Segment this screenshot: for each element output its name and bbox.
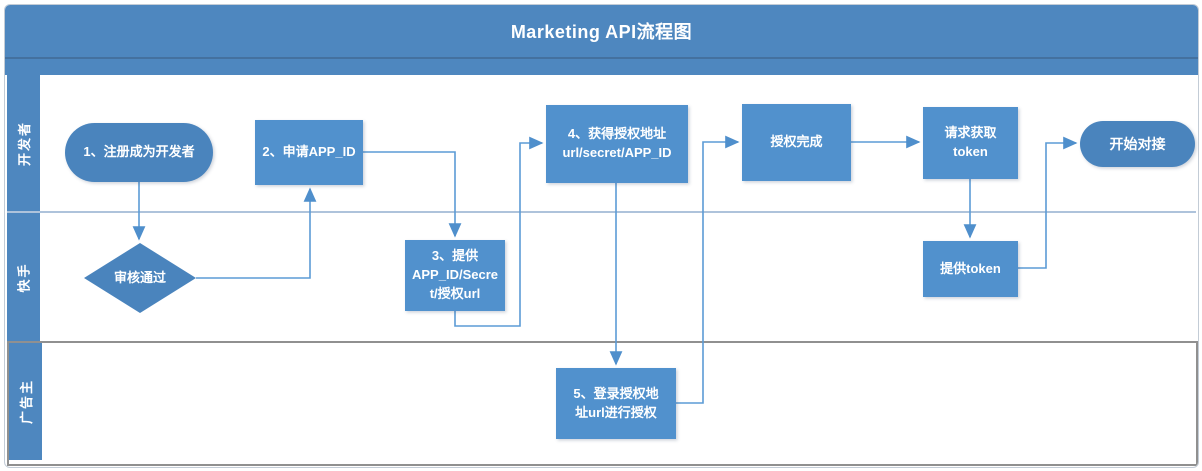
lane-label-kuaishou[interactable]: 快手 xyxy=(7,213,40,341)
node-register-developer[interactable]: 1、注册成为开发者 xyxy=(65,123,213,182)
lane-label-kuaishou-text: 快手 xyxy=(16,261,32,293)
node-request-token[interactable]: 请求获取 token xyxy=(923,107,1018,179)
advertiser-lane-selection-border xyxy=(7,341,1198,466)
node-provide-token[interactable]: 提供token xyxy=(923,241,1018,297)
node-get-auth-url[interactable]: 4、获得授权地址 url/secret/APP_ID xyxy=(546,105,688,183)
node-apply-app-id[interactable]: 2、申请APP_ID xyxy=(255,120,363,185)
lane-label-developer[interactable]: 开发者 xyxy=(7,75,40,211)
diagram-frame: Marketing API流程图 开发者 快手 广告主 1、注册成为开发者 2、… xyxy=(4,4,1199,468)
node-auth-complete[interactable]: 授权完成 xyxy=(742,104,851,181)
lane-label-developer-text: 开发者 xyxy=(17,120,33,166)
lane-divider-1 xyxy=(7,211,1196,213)
lane-label-advertiser[interactable]: 广告主 xyxy=(9,343,42,460)
edge-apply-to-provide-credentials[interactable] xyxy=(363,151,462,238)
diagram-title: Marketing API流程图 xyxy=(510,22,693,42)
node-login-authorize[interactable]: 5、登录授权地 址url进行授权 xyxy=(556,368,676,439)
edge-review-to-apply[interactable] xyxy=(196,187,317,279)
swimlane-header-strip xyxy=(5,59,1198,75)
edge-provide-token-to-start[interactable] xyxy=(1018,136,1078,269)
title-divider-line xyxy=(5,57,1198,59)
diagram-title-bar: Marketing API流程图 xyxy=(5,5,1198,57)
node-provide-credentials[interactable]: 3、提供 APP_ID/Secre t/授权url xyxy=(405,240,505,311)
node-review-passed[interactable]: 审核通过 xyxy=(84,243,196,313)
node-start-integration[interactable]: 开始对接 xyxy=(1080,121,1195,167)
